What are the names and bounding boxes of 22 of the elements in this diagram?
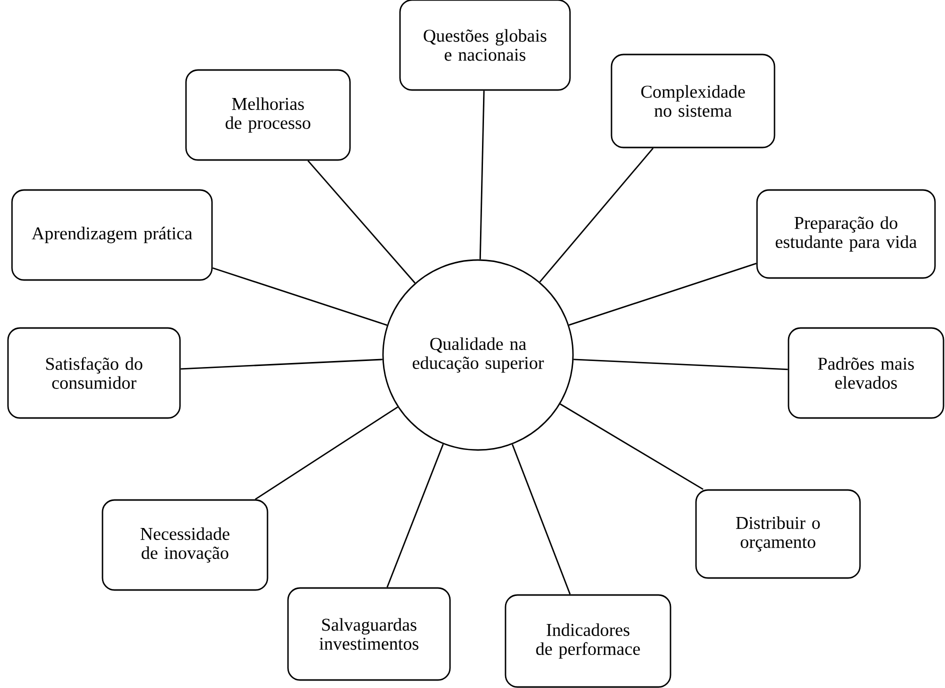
connector-line [568, 262, 757, 326]
topic-box: Melhorias de processo [185, 69, 351, 161]
topic-box: Questões globais e nacionais [399, 0, 571, 91]
connector-line [254, 406, 398, 500]
topic-box: Indicadores de performace [504, 594, 672, 688]
connector-line [479, 90, 485, 260]
connector-line [212, 267, 388, 326]
connector-line [386, 444, 444, 588]
topic-box: Necessidade de inovação [102, 499, 268, 591]
connector-line [574, 358, 788, 370]
topic-box: Satisfação do consumidor [7, 327, 181, 419]
connector-line [307, 160, 416, 284]
topic-box: Salvaguardas investimentos [287, 587, 451, 681]
topic-box: Padrões mais elevados [788, 327, 944, 419]
topic-box: Preparação do estudante para vida [756, 189, 936, 279]
topic-box: Complexidade no sistema [610, 54, 776, 148]
connector-line [539, 148, 654, 282]
connector-line [180, 358, 382, 370]
connector-line [560, 403, 704, 490]
connector-line [512, 444, 571, 595]
topic-box: Distribuir o orçamento [695, 489, 861, 579]
topic-box: Aprendizagem prática [11, 189, 213, 281]
